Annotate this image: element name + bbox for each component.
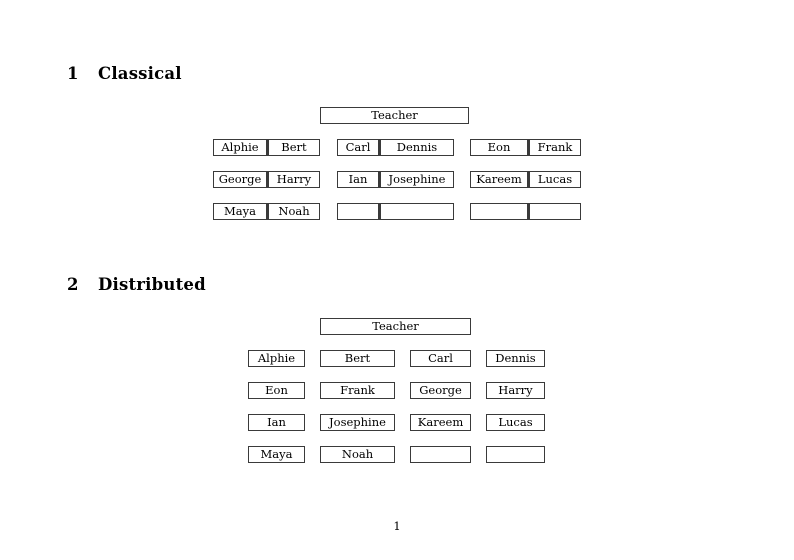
classical-group-3-row-1: Eon Frank bbox=[470, 139, 581, 156]
classical-group-1-row-2: George Harry bbox=[213, 171, 320, 188]
teacher-box-distributed: Teacher bbox=[320, 318, 471, 335]
table-cell: Eon bbox=[470, 139, 528, 156]
section-title: Classical bbox=[98, 64, 182, 83]
table-cell bbox=[529, 203, 581, 220]
classical-group-2-row-1: Carl Dennis bbox=[337, 139, 454, 156]
distributed-cell: Dennis bbox=[486, 350, 545, 367]
cell-divider bbox=[379, 139, 380, 156]
classical-group-1-row-1: Alphie Bert bbox=[213, 139, 320, 156]
classical-group-3-row-2: Kareem Lucas bbox=[470, 171, 581, 188]
distributed-cell: Harry bbox=[486, 382, 545, 399]
distributed-cell: Eon bbox=[248, 382, 305, 399]
table-cell: Noah bbox=[268, 203, 320, 220]
cell-divider bbox=[528, 203, 529, 220]
cell-divider bbox=[379, 203, 380, 220]
section-heading-classical: 1 Classical bbox=[67, 64, 182, 83]
page-number: 1 bbox=[393, 519, 401, 533]
distributed-cell: Ian bbox=[248, 414, 305, 431]
section-number: 2 bbox=[67, 275, 79, 294]
cell-divider bbox=[267, 139, 268, 156]
section-heading-distributed: 2 Distributed bbox=[67, 275, 206, 294]
table-cell bbox=[380, 203, 454, 220]
table-cell: Dennis bbox=[380, 139, 454, 156]
cell-divider bbox=[267, 203, 268, 220]
classical-group-2-row-3 bbox=[337, 203, 454, 220]
teacher-label: Teacher bbox=[372, 318, 419, 333]
cell-divider bbox=[267, 171, 268, 188]
table-cell: Frank bbox=[529, 139, 581, 156]
classical-group-1-row-3: Maya Noah bbox=[213, 203, 320, 220]
table-cell bbox=[470, 203, 528, 220]
classical-group-3-row-3 bbox=[470, 203, 581, 220]
distributed-cell: Frank bbox=[320, 382, 395, 399]
table-cell: Alphie bbox=[213, 139, 267, 156]
table-cell: Ian bbox=[337, 171, 379, 188]
distributed-cell bbox=[410, 446, 471, 463]
distributed-cell: Alphie bbox=[248, 350, 305, 367]
cell-divider bbox=[528, 171, 529, 188]
table-cell: Kareem bbox=[470, 171, 528, 188]
distributed-cell bbox=[486, 446, 545, 463]
table-cell: Harry bbox=[268, 171, 320, 188]
distributed-cell: Carl bbox=[410, 350, 471, 367]
teacher-box-classical: Teacher bbox=[320, 107, 469, 124]
distributed-cell: Noah bbox=[320, 446, 395, 463]
table-cell: Maya bbox=[213, 203, 267, 220]
table-cell bbox=[337, 203, 379, 220]
distributed-cell: Maya bbox=[248, 446, 305, 463]
distributed-cell: George bbox=[410, 382, 471, 399]
section-title: Distributed bbox=[98, 275, 206, 294]
section-number: 1 bbox=[67, 64, 79, 83]
cell-divider bbox=[379, 171, 380, 188]
distributed-cell: Josephine bbox=[320, 414, 395, 431]
table-cell: Bert bbox=[268, 139, 320, 156]
table-cell: George bbox=[213, 171, 267, 188]
distributed-cell: Lucas bbox=[486, 414, 545, 431]
distributed-cell: Kareem bbox=[410, 414, 471, 431]
cell-divider bbox=[528, 139, 529, 156]
distributed-cell: Bert bbox=[320, 350, 395, 367]
table-cell: Josephine bbox=[380, 171, 454, 188]
table-cell: Lucas bbox=[529, 171, 581, 188]
teacher-label: Teacher bbox=[371, 107, 418, 122]
table-cell: Carl bbox=[337, 139, 379, 156]
classical-group-2-row-2: Ian Josephine bbox=[337, 171, 454, 188]
